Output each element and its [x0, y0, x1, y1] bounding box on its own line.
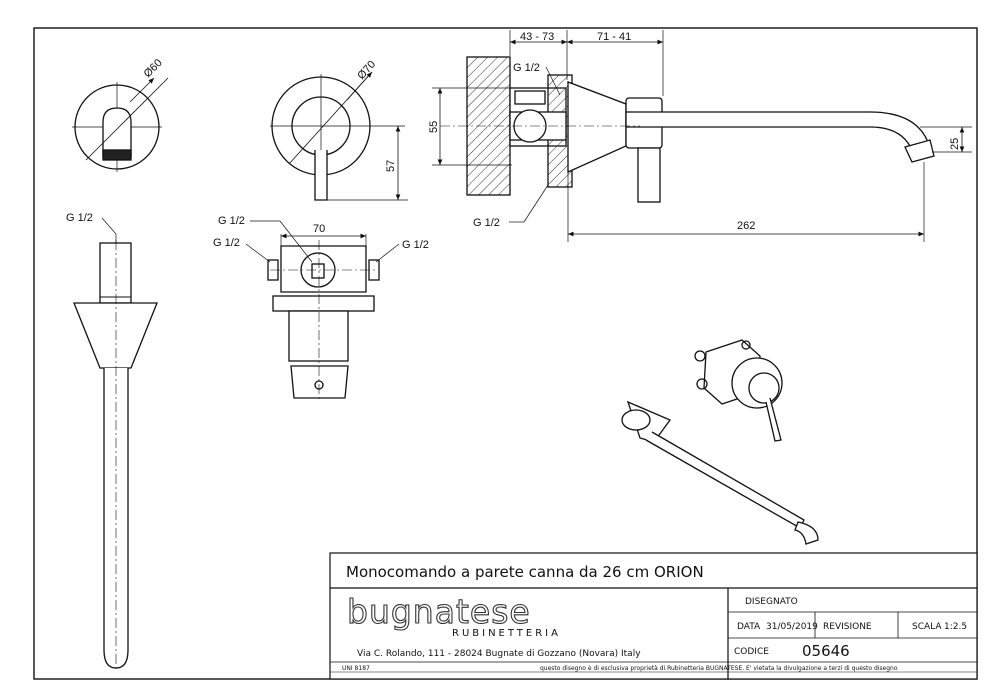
thread-g12-vertical: G 1/2 — [66, 212, 93, 224]
isometric-view — [621, 339, 819, 545]
thread-g12-box-top: G 1/2 — [218, 215, 245, 227]
dim-71-41-label: 71 - 41 — [597, 31, 631, 43]
company-address: Via C. Rolando, 111 - 28024 Bugnate di G… — [357, 649, 641, 659]
dim-43-73-label: 43 - 73 — [520, 31, 554, 43]
scala-label: SCALA — [912, 622, 942, 632]
drawing-title: Monocomando a parete canna da 26 cm ORIO… — [346, 563, 704, 581]
thread-g12-side-top: G 1/2 — [513, 62, 540, 74]
thread-g12-side-bottom: G 1/2 — [473, 217, 500, 229]
dim-262-label: 262 — [737, 220, 755, 232]
front-view — [270, 71, 408, 201]
diameter-70-label: Ø70 — [355, 59, 378, 82]
top-view — [72, 77, 169, 172]
thread-g12-box-left: G 1/2 — [213, 237, 240, 249]
title-block — [329, 552, 978, 680]
revisione-label: REVISIONE — [823, 622, 872, 632]
dim-25-label: 25 — [949, 138, 961, 150]
codice-value: 05646 — [802, 642, 850, 660]
company-logo-sub: RUBINETTERIA — [452, 628, 561, 639]
side-view — [432, 30, 972, 242]
uni-label: UNI 8187 — [342, 665, 370, 672]
scala-value: 1:2.5 — [944, 622, 967, 632]
diameter-60-label: Ø60 — [142, 57, 165, 80]
thread-g12-box-right: G 1/2 — [402, 239, 429, 251]
dim-55-label: 55 — [428, 121, 440, 133]
codice-label: CODICE — [734, 647, 769, 657]
data-value: 31/05/2019 — [766, 622, 818, 632]
vertical-view — [73, 217, 158, 672]
height-57-label: 57 — [385, 160, 397, 172]
disclaimer-text: questo disegno è di esclusiva proprietà … — [540, 665, 898, 672]
box-width-70-label: 70 — [313, 223, 325, 235]
data-label: DATA — [737, 622, 761, 632]
disegnato-label: DISEGNATO — [745, 597, 798, 607]
box-view — [245, 220, 400, 400]
company-logo: bugnatese — [347, 592, 531, 631]
